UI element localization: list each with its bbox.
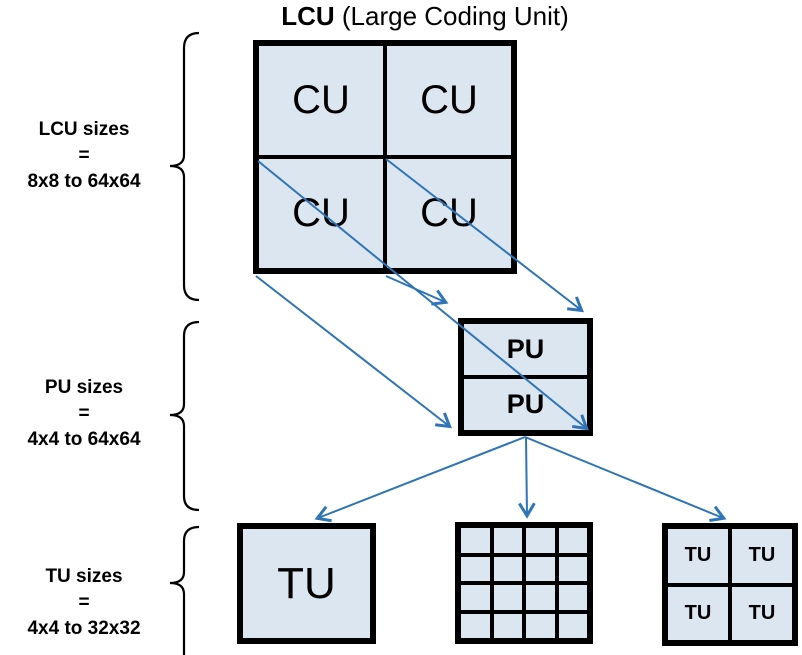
pu-sizes-range: 4x4 to 64x64 — [27, 429, 141, 450]
tu-grid16-cell — [491, 611, 524, 640]
cu-cell: CU — [257, 157, 385, 270]
tu-grid16-cell — [459, 526, 492, 555]
tu-single-block: TU — [237, 523, 376, 644]
lcu-sizes-range: 8x8 to 64x64 — [27, 171, 141, 192]
tu-grid16-cell — [524, 583, 557, 612]
lcu-sizes-eq: = — [78, 145, 90, 166]
tu-grid16-cell — [491, 583, 524, 612]
tu-grid16-cell — [459, 611, 492, 640]
tu-4x4-grid-block — [455, 522, 593, 644]
arrow-cu-corner-to-pu-bottom-left — [255, 275, 452, 429]
tu-grid16-cell — [524, 611, 557, 640]
tu-small-cell: TU — [666, 584, 730, 642]
tu-grid16-cell — [459, 554, 492, 583]
arrow-cu-bottom-to-pu-top-left — [385, 275, 449, 306]
tu-curly-brace — [169, 525, 200, 655]
tu-sizes-label: TU sizes = 4x4 to 32x32 — [0, 564, 168, 642]
tu-grid16-cell — [491, 554, 524, 583]
lcu-sizes-name: LCU sizes — [38, 119, 130, 140]
tu-grid16-cell — [556, 526, 589, 555]
tu-sizes-eq: = — [78, 592, 90, 613]
cu-cell: CU — [257, 44, 385, 157]
tu-big-cell: TU — [241, 527, 372, 640]
pu-sizes-label: PU sizes = 4x4 to 64x64 — [0, 375, 168, 453]
diagram-title: LCU (Large Coding Unit) — [225, 1, 625, 32]
title-rest: (Large Coding Unit) — [334, 1, 569, 31]
tu-grid16-cell — [524, 554, 557, 583]
pu-cell: PU — [462, 377, 589, 432]
tu-sizes-name: TU sizes — [45, 566, 123, 587]
pu-sizes-eq: = — [78, 403, 90, 424]
tu-grid16-cell — [556, 583, 589, 612]
tu-grid16-cell — [491, 526, 524, 555]
arrow-pu-to-tu-2x2-grid — [524, 436, 727, 523]
pu-stack-block: PU PU — [458, 318, 593, 436]
arrow-pu-to-tu-4x4-grid — [518, 436, 536, 519]
lcu-sizes-label: LCU sizes = 8x8 to 64x64 — [0, 117, 168, 195]
tu-small-cell: TU — [666, 527, 730, 585]
tu-small-cell: TU — [730, 584, 794, 642]
cu-cell: CU — [385, 157, 513, 270]
tu-grid16-cell — [459, 583, 492, 612]
tu-small-cell: TU — [730, 527, 794, 585]
tu-grid16-cell — [556, 611, 589, 640]
tu-sizes-range: 4x4 to 32x32 — [27, 618, 141, 639]
cu-grid-block: CU CU CU CU — [253, 40, 517, 274]
pu-curly-brace — [169, 320, 200, 512]
lcu-curly-brace — [169, 31, 200, 302]
tu-grid16-cell — [524, 526, 557, 555]
tu-grid16-cell — [556, 554, 589, 583]
cu-cell: CU — [385, 44, 513, 157]
arrow-pu-to-tu-single — [314, 436, 526, 523]
pu-sizes-name: PU sizes — [44, 377, 124, 398]
pu-cell: PU — [462, 322, 589, 377]
tu-2x2-grid-block: TU TU TU TU — [662, 523, 798, 646]
title-acronym: LCU — [281, 1, 335, 31]
